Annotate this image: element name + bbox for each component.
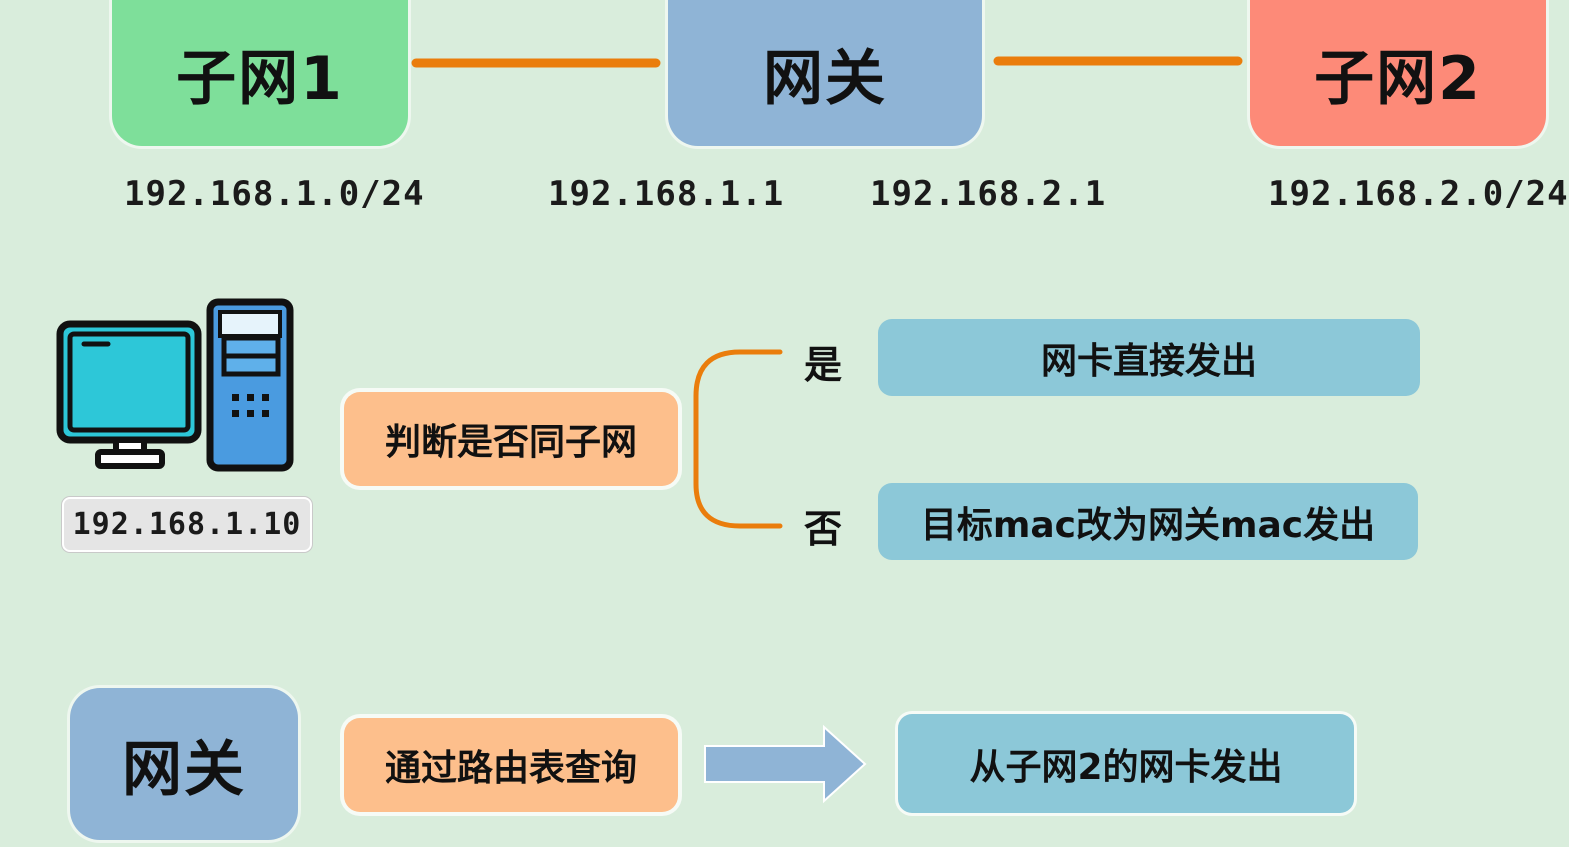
subnet2-label: 子网2 xyxy=(1314,43,1482,114)
routing-table-lookup-label: 通过路由表查询 xyxy=(384,748,637,789)
gateway-bottom-node: 网关 xyxy=(70,688,298,840)
host-ip: 192.168.1.10 xyxy=(72,507,302,542)
yes-label: 是 xyxy=(804,343,843,387)
subnet1-ip: 192.168.1.0/24 xyxy=(124,174,425,214)
send-from-subnet2-nic-label: 从子网2的网卡发出 xyxy=(969,746,1283,788)
subnet2-node: 子网2 xyxy=(1250,0,1546,146)
no-label: 否 xyxy=(804,507,843,551)
subnet1-label: 子网1 xyxy=(176,43,344,114)
gateway-ip-right: 192.168.2.1 xyxy=(870,174,1107,214)
yes-action: 网卡直接发出 xyxy=(878,319,1420,396)
routing-table-lookup: 通过路由表查询 xyxy=(344,718,678,812)
host-ip-badge: 192.168.1.10 xyxy=(62,497,312,552)
no-action: 目标mac改为网关mac发出 xyxy=(878,483,1418,560)
same-subnet-question: 判断是否同子网 xyxy=(344,392,678,486)
subnet1-node: 子网1 xyxy=(112,0,408,146)
gateway-label: 网关 xyxy=(763,43,887,114)
subnet2-ip: 192.168.2.0/24 xyxy=(1268,174,1569,214)
gateway-bottom-label: 网关 xyxy=(122,734,246,805)
subnet1-gateway-link xyxy=(411,56,1243,68)
no-action-label: 目标mac改为网关mac发出 xyxy=(920,504,1376,546)
same-subnet-question-label: 判断是否同子网 xyxy=(384,422,637,463)
send-from-subnet2-nic: 从子网2的网卡发出 xyxy=(898,714,1354,813)
right-arrow-icon xyxy=(704,724,867,804)
yes-action-label: 网卡直接发出 xyxy=(1040,340,1257,382)
desktop-computer-icon xyxy=(56,298,294,472)
gateway-ip-left: 192.168.1.1 xyxy=(548,174,785,214)
gateway-node: 网关 xyxy=(668,0,982,146)
